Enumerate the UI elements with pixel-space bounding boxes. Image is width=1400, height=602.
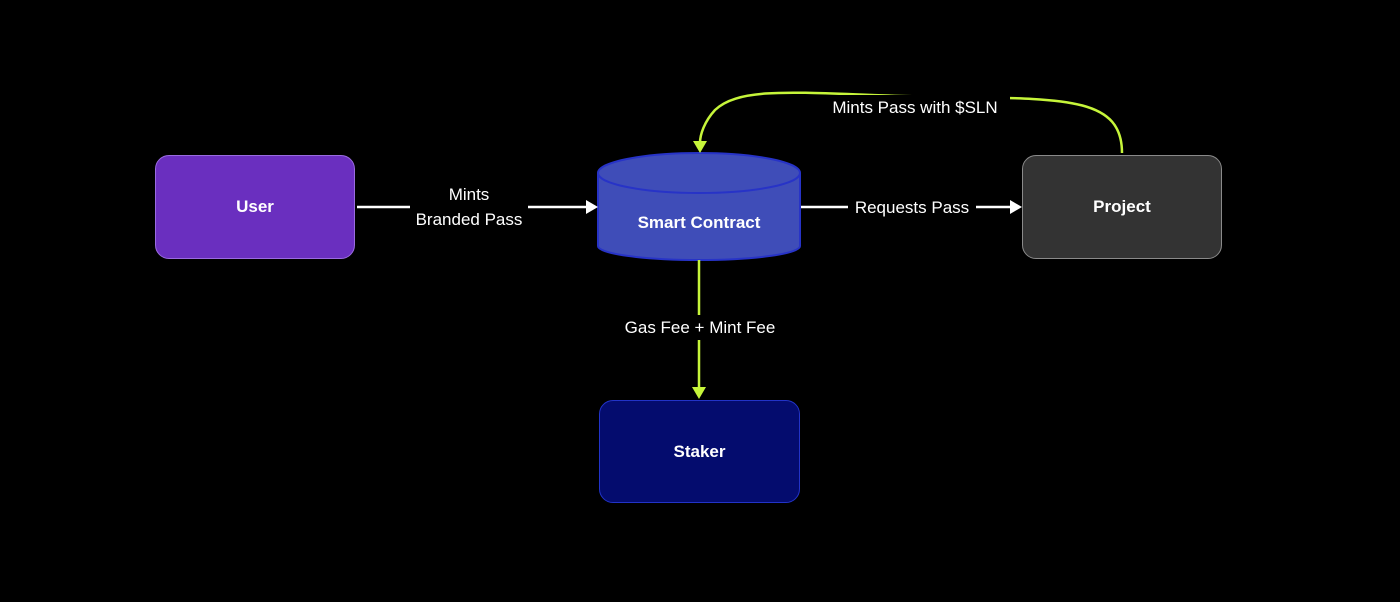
edge-label-line-2: Branded Pass xyxy=(415,210,523,229)
edge-label-requests-pass: Requests Pass xyxy=(848,195,976,220)
edge-label-line-1: Mints xyxy=(448,185,490,204)
smart-contract-cylinder xyxy=(597,152,801,261)
edge-label-gas-mint-fee: Gas Fee + Mint Fee xyxy=(612,315,788,340)
project-node-label: Project xyxy=(1093,197,1151,216)
cylinder-top xyxy=(597,152,801,194)
staker-node: Staker xyxy=(599,400,800,503)
user-node: User xyxy=(155,155,355,259)
user-node-label: User xyxy=(236,197,274,216)
arrow-project-to-contract xyxy=(693,91,1124,154)
edge-label-mints-branded-pass: Mints Branded Pass xyxy=(400,182,538,232)
staker-node-label: Staker xyxy=(673,441,726,461)
smart-contract-label: Smart Contract xyxy=(637,213,761,232)
project-node: Project xyxy=(1022,155,1222,259)
edge-label-mints-pass-sln: Mints Pass with $SLN xyxy=(820,95,1010,120)
arrow-user-to-contract xyxy=(357,200,598,214)
